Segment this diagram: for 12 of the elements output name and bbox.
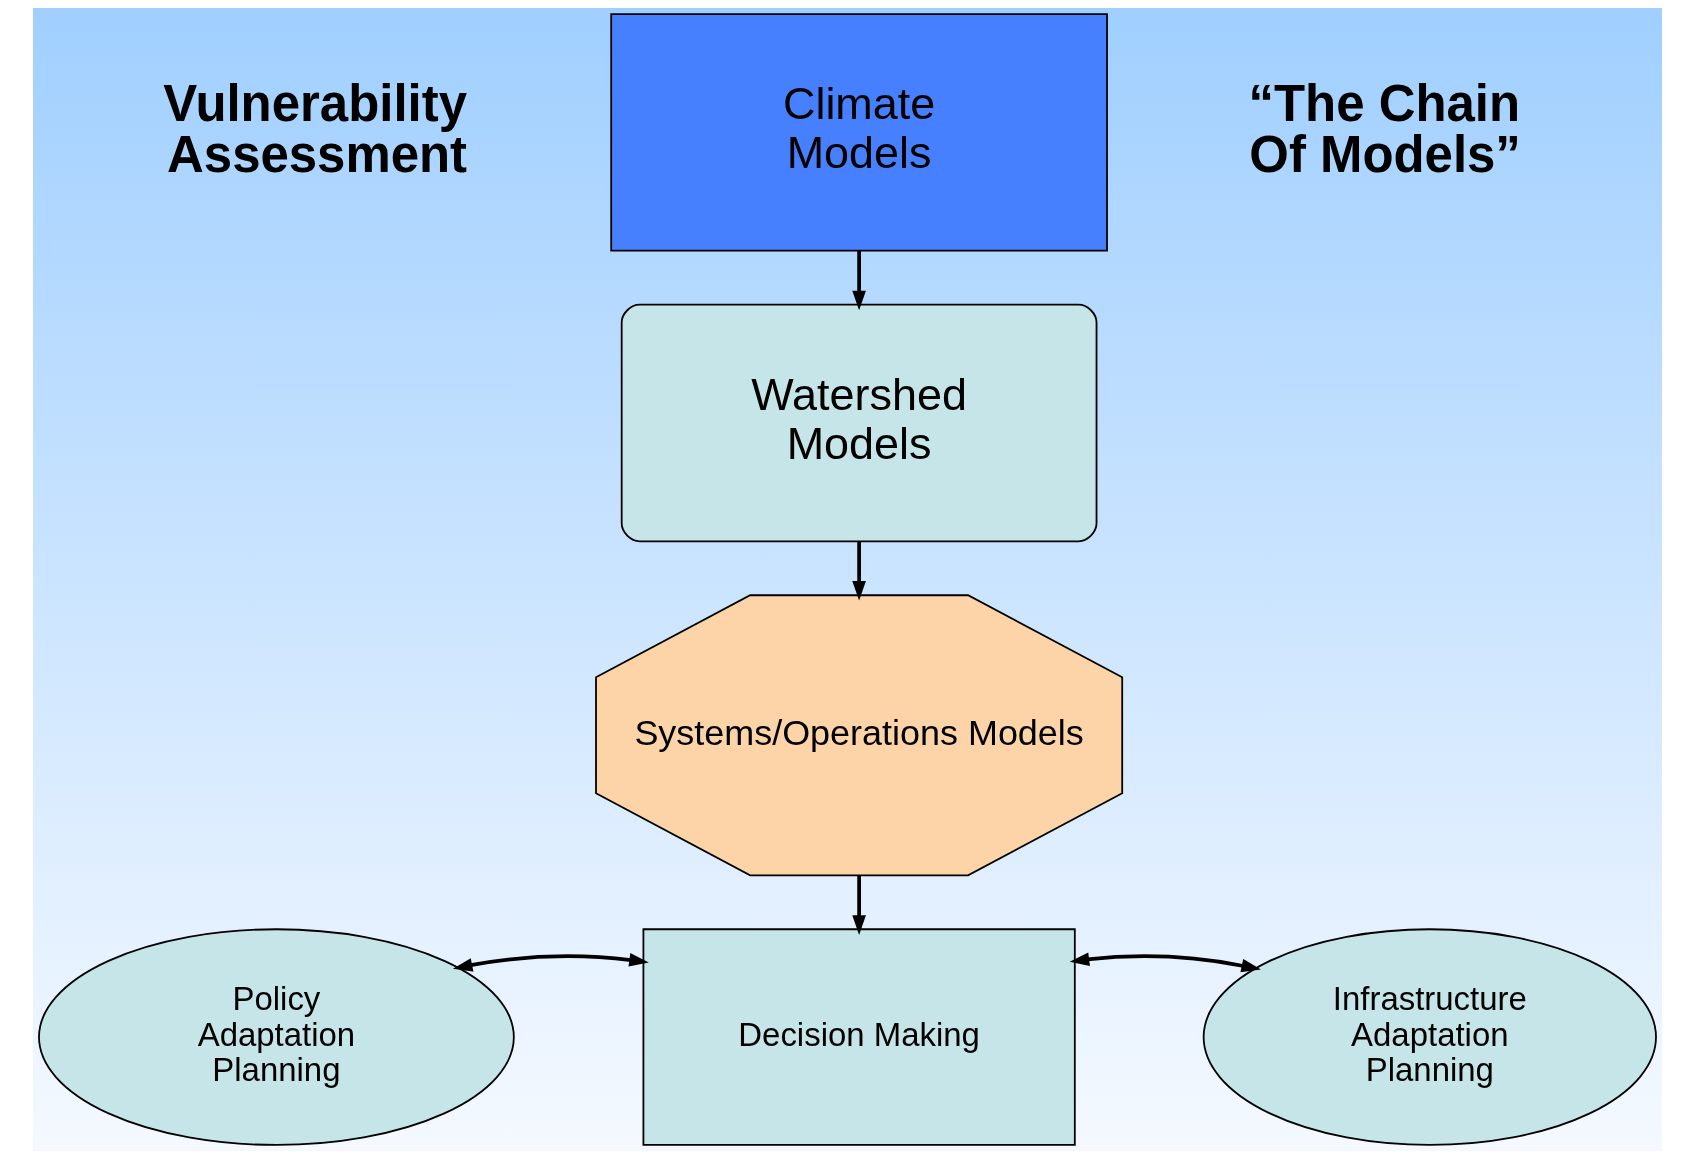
- label: Vulnerability Assessment: [163, 74, 468, 183]
- arrow: [852, 875, 866, 935]
- arrow: [1069, 952, 1261, 973]
- arrow: [452, 953, 649, 972]
- node-ellipse: Infrastructure Adaptation Planning: [1202, 928, 1657, 1146]
- node-box: Watershed Models: [620, 303, 1098, 543]
- node-ellipse: Policy Adaptation Planning: [38, 928, 515, 1146]
- arrow: [852, 250, 866, 311]
- node-box: Climate Models: [610, 13, 1108, 252]
- arrow: [852, 541, 866, 601]
- label: “The Chain Of Models”: [1248, 74, 1521, 183]
- node-box: Decision Making: [642, 928, 1076, 1146]
